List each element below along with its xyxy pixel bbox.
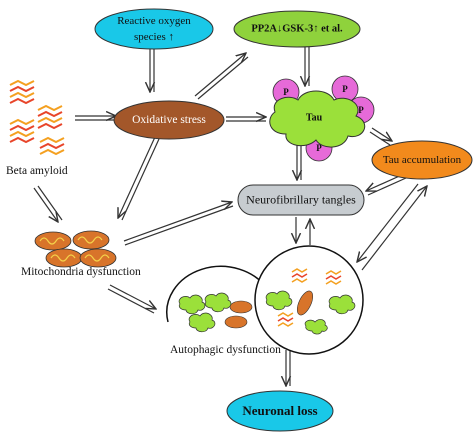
arrow-autophagy-to-neuronal-loss (286, 350, 290, 386)
arrow-mito-to-autophagic (107, 284, 156, 314)
tau-blob (269, 90, 366, 148)
tau-accumulation-node (371, 140, 473, 180)
arrow-pp2a-to-tau (305, 46, 309, 86)
phospho-label-1: P (283, 87, 289, 97)
phospho-label-2: P (342, 84, 348, 94)
arrow-ros-to-oxidative (150, 48, 154, 92)
arrow-amyloid-to-oxidative (75, 116, 116, 120)
mitochondria-label: Mitochondria dysfunction (21, 266, 141, 278)
arrow-accumulation-to-autophagy (357, 183, 419, 262)
ros-node (94, 8, 214, 50)
arrow-oxidative-to-tau (226, 117, 266, 121)
phospho-label-4: P (316, 143, 322, 153)
ros-label-line2: species ↑ (133, 31, 175, 43)
tau-node (269, 75, 375, 162)
arrow-tau-to-nft (297, 145, 301, 180)
beta-amyloid-graphic (9, 79, 65, 156)
arrow-autophagy-to-accumulation (361, 186, 427, 271)
arrow-oxidative-to-mito (118, 136, 160, 221)
autophagic-label: Autophagic dysfunction (170, 344, 281, 356)
nft-label: Neurofibrillary tangles (246, 192, 356, 207)
oxidative-stress-node (113, 100, 225, 140)
mitochondria-graphic (34, 230, 117, 268)
ros-label-line1: Reactive oxygen (117, 15, 191, 27)
pp2a-label: PP2A↓GSK-3↑ et al. (251, 23, 343, 35)
nft-node (237, 184, 365, 216)
tau-accumulation-label: Tau accumulation (382, 154, 462, 166)
neuronal-loss-node (226, 390, 334, 432)
arrow-mito-to-nft (123, 202, 233, 246)
tau-label: Tau (305, 112, 323, 124)
pp2a-node (233, 10, 361, 48)
arrow-oxidative-to-pp2a (194, 53, 249, 100)
arrow-tau-to-accumulation (369, 127, 392, 146)
arrow-amyloid-to-mito (33, 185, 63, 222)
neuronal-loss-label: Neuronal loss (242, 403, 318, 418)
phospho-label-3: P (358, 105, 364, 115)
oxidative-stress-label: Oxidative stress (132, 114, 206, 126)
beta-amyloid-label: Beta amyloid (6, 165, 68, 177)
phagophore-membrane (166, 265, 269, 323)
autophagy-graphic (166, 245, 364, 355)
